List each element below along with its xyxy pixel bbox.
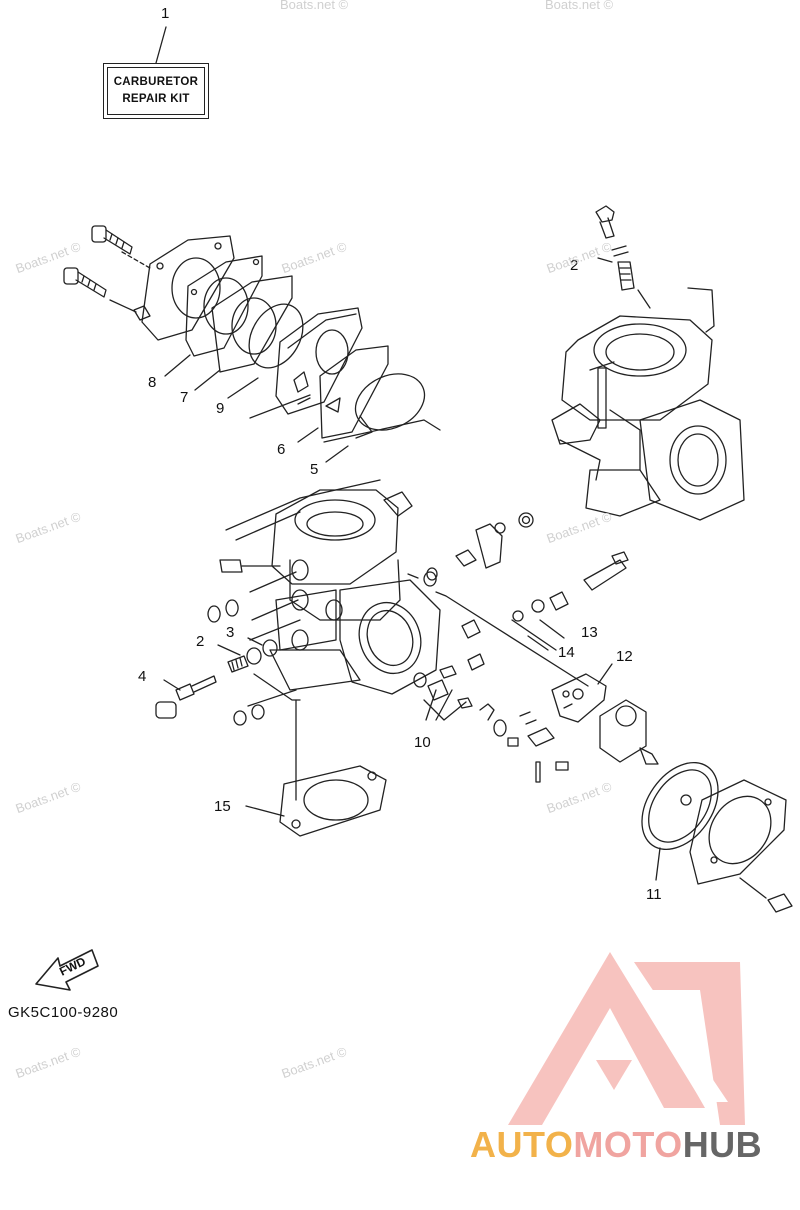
cover-plate-8 bbox=[133, 235, 235, 341]
callout-1: 1 bbox=[161, 5, 170, 22]
watermark: Boats.net © bbox=[280, 0, 349, 12]
brand-logo-text: AUTOMOTOHUB bbox=[470, 1124, 762, 1166]
gasket-7 bbox=[185, 255, 263, 357]
callout-3: 3 bbox=[226, 624, 235, 641]
leader-1 bbox=[155, 26, 167, 64]
fwd-arrow-icon bbox=[35, 949, 99, 991]
brand-part-hub: HUB bbox=[682, 1124, 763, 1165]
callout-2-upper: 2 bbox=[570, 257, 579, 274]
diagram-part-number: GK5C100-9280 bbox=[8, 1004, 119, 1021]
callout-15: 15 bbox=[214, 798, 231, 815]
callout-5: 5 bbox=[310, 461, 319, 478]
gasket-12 bbox=[551, 673, 607, 723]
fwd-label: FWD bbox=[57, 954, 88, 979]
pump-cover-11 bbox=[599, 699, 793, 913]
repair-kit-line2: REPAIR KIT bbox=[122, 93, 190, 105]
callout-8: 8 bbox=[148, 374, 157, 391]
callout-7: 7 bbox=[180, 389, 189, 406]
diaphragm-5 bbox=[319, 345, 426, 439]
pump-body-6 bbox=[275, 307, 363, 415]
callout-13: 13 bbox=[581, 624, 598, 641]
brand-part-moto: MOTO bbox=[573, 1124, 683, 1165]
bolt-upper bbox=[91, 225, 133, 255]
repair-kit-line1: CARBURETOR bbox=[113, 76, 199, 88]
repair-kit-box: CARBURETOR REPAIR KIT bbox=[103, 63, 209, 119]
small-parts-left bbox=[155, 639, 278, 726]
watermark: Boats.net © bbox=[545, 0, 614, 12]
carburetor-body-main bbox=[207, 489, 441, 695]
gasket-15 bbox=[279, 765, 387, 837]
callout-10: 10 bbox=[414, 734, 431, 751]
callout-4: 4 bbox=[138, 668, 147, 685]
callout-14: 14 bbox=[558, 644, 575, 661]
o-ring bbox=[248, 303, 304, 369]
bolt-lower bbox=[63, 267, 107, 298]
small-parts-right bbox=[413, 512, 629, 783]
callout-9: 9 bbox=[216, 400, 225, 417]
autmotohub-logo-mark bbox=[508, 952, 745, 1125]
callout-2-lower: 2 bbox=[196, 633, 205, 650]
callout-12: 12 bbox=[616, 648, 633, 665]
brand-part-auto: AUTO bbox=[470, 1124, 574, 1165]
carburetor-assembly-upper bbox=[551, 205, 745, 521]
callout-6: 6 bbox=[277, 441, 286, 458]
gasket-9 bbox=[211, 275, 293, 373]
callout-11: 11 bbox=[646, 886, 662, 903]
